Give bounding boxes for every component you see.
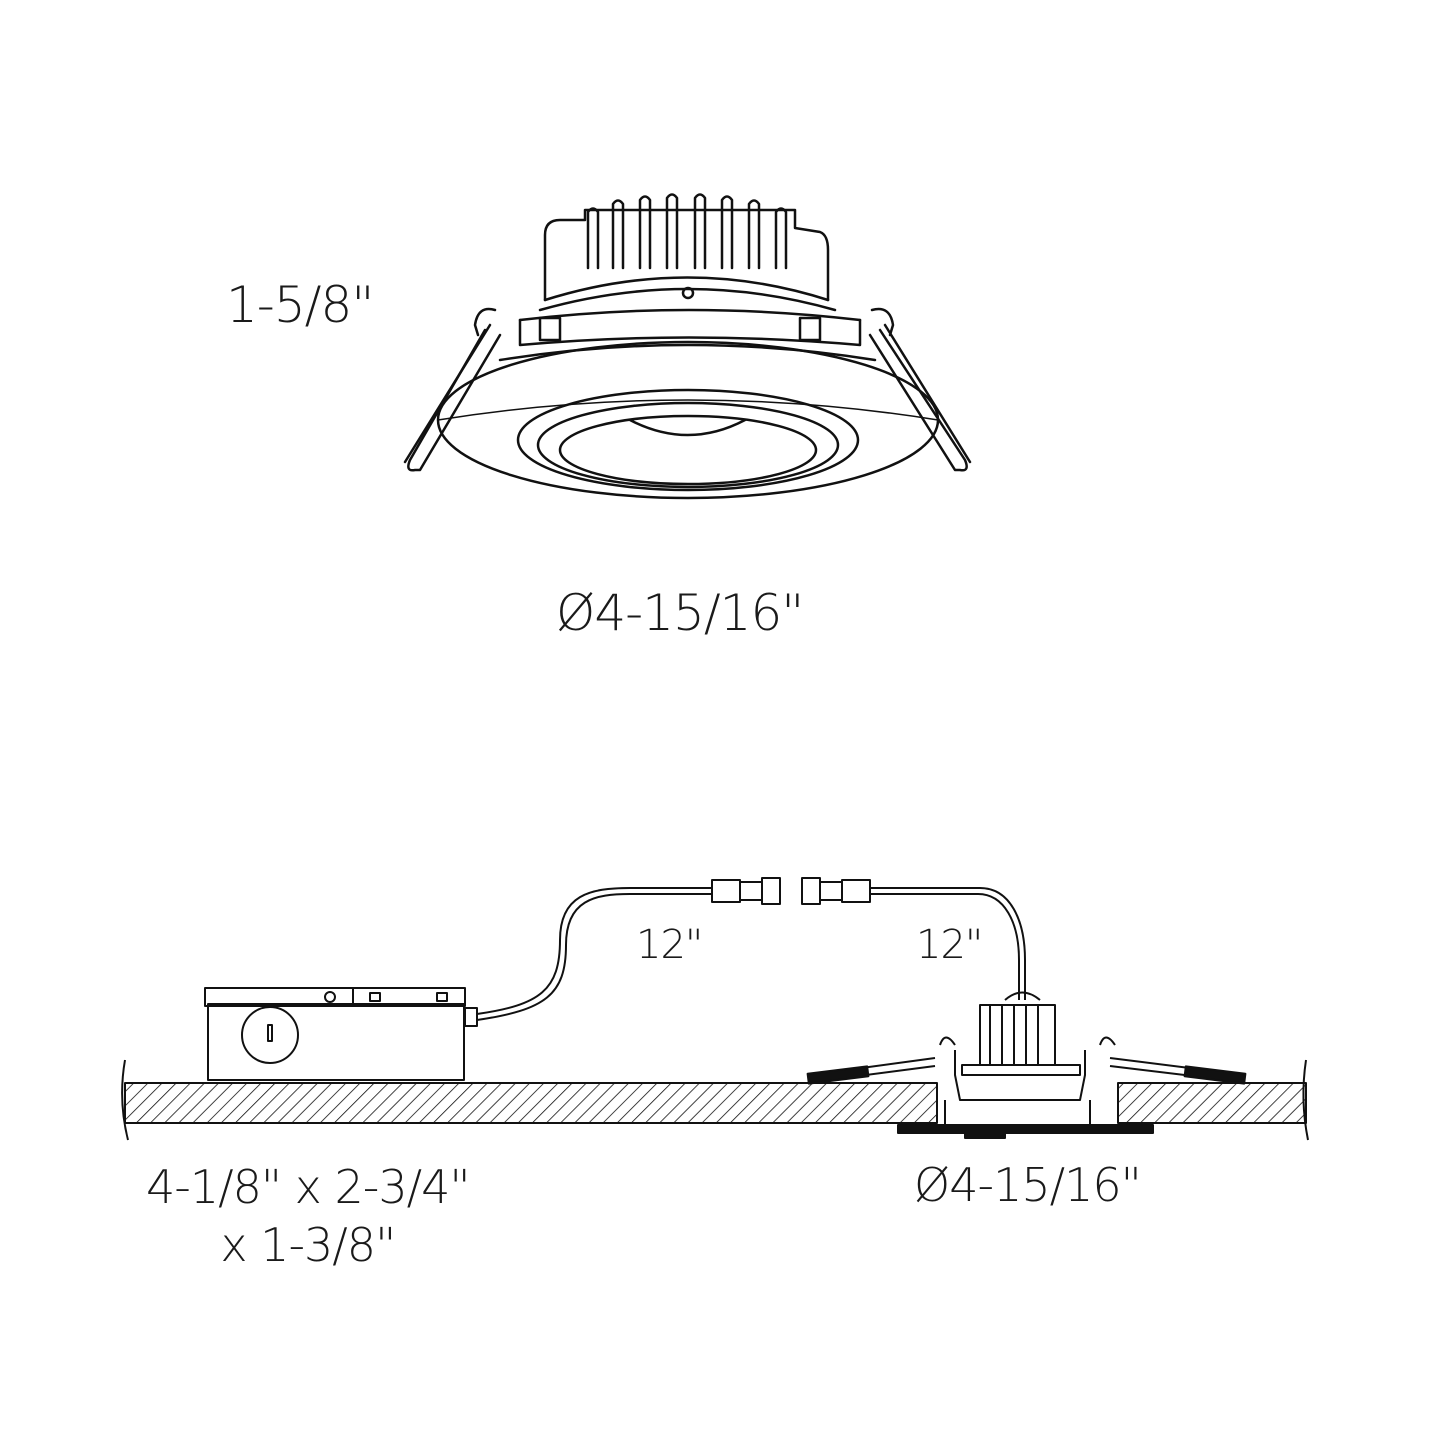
fixture-diameter-label: Ø4-15/16" <box>556 584 804 642</box>
fixture-cable <box>870 887 1026 1000</box>
ceiling-right <box>1117 1082 1307 1124</box>
fixture-cable-length-label: 12" <box>916 922 983 968</box>
ceiling-left <box>124 1082 938 1124</box>
driver-cable <box>476 887 712 1015</box>
fixture-height-label: 1-5/8" <box>226 276 374 334</box>
connector-left <box>711 877 781 905</box>
connector-right <box>801 877 871 905</box>
driver-box <box>204 987 478 1081</box>
recessed-fixture <box>806 991 1247 1139</box>
installation-drawing <box>121 877 1309 1141</box>
driver-box-dimensions-label: 4-1/8" x 2-3/4" x 1-3/8" <box>146 1158 471 1274</box>
driver-box-dims-line1: 4-1/8" x 2-3/4" <box>146 1160 471 1214</box>
driver-cable-length-label: 12" <box>636 922 703 968</box>
driver-box-dims-line2: x 1-3/8" <box>220 1218 396 1272</box>
installed-diameter-label: Ø4-15/16" <box>914 1158 1142 1212</box>
heatsink-fins <box>586 193 788 270</box>
